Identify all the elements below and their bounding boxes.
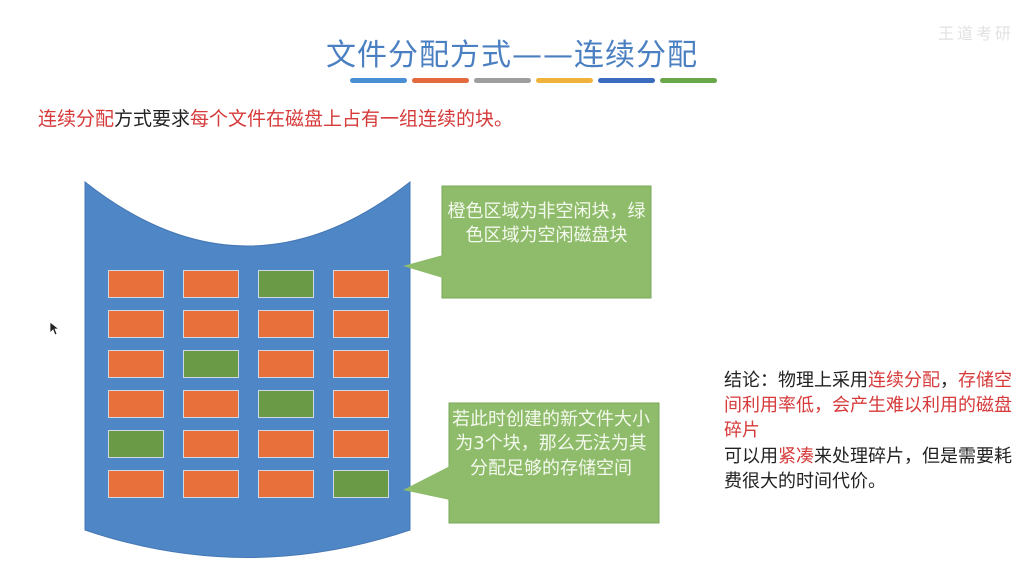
legend-callout-text: 橙色区域为非空闲块，绿色区域为空闲磁盘块 bbox=[447, 201, 646, 247]
title-stripe bbox=[536, 78, 593, 83]
example-callout bbox=[403, 402, 660, 524]
used-block bbox=[333, 310, 389, 338]
watermark: 王道考研 bbox=[937, 24, 1014, 43]
mouse-pointer-icon bbox=[50, 322, 60, 336]
used-block bbox=[258, 350, 314, 378]
free-block bbox=[258, 390, 314, 418]
used-block bbox=[108, 470, 164, 498]
free-block bbox=[183, 350, 239, 378]
used-block bbox=[108, 310, 164, 338]
conclusion-highlight-drawback: 存储空间利用率低，会产生难以利用的磁盘碎片 bbox=[724, 370, 1012, 442]
disk-cylinder-body bbox=[84, 180, 411, 558]
intro-text: 连续分配方式要求每个文件在磁盘上占有一组连续的块。 bbox=[38, 104, 513, 131]
conclusion-remedy-tail: 来处理碎片，但是需要耗费很大的时间代价。 bbox=[724, 445, 1012, 492]
page-title: 文件分配方式——连续分配 bbox=[326, 38, 698, 73]
title-stripe bbox=[598, 78, 655, 83]
conclusion-highlight-method: 连续分配 bbox=[868, 370, 940, 391]
conclusion-lead: 结论：物理上采用 bbox=[724, 370, 868, 391]
used-block bbox=[183, 470, 239, 498]
title-underline bbox=[350, 78, 717, 83]
example-callout-text: 若此时创建的新文件大小为3个块，那么无法为其分配足够的存储空间 bbox=[452, 409, 650, 479]
free-block bbox=[333, 470, 389, 498]
used-block bbox=[183, 270, 239, 298]
free-block bbox=[108, 430, 164, 458]
used-block bbox=[258, 310, 314, 338]
used-block bbox=[108, 390, 164, 418]
intro-plain: 方式要求 bbox=[114, 108, 191, 130]
title-stripe bbox=[412, 78, 469, 83]
conclusion-highlight-compaction: 紧凑 bbox=[778, 445, 814, 467]
title-stripe bbox=[474, 78, 531, 83]
used-block bbox=[258, 430, 314, 458]
conclusion-text: 结论：物理上采用连续分配，存储空间利用率低，会产生难以利用的磁盘碎片 可以用紧凑… bbox=[724, 368, 1014, 494]
used-block bbox=[333, 350, 389, 378]
intro-highlight-requirement: 每个文件在磁盘上占有一组连续的块。 bbox=[190, 108, 514, 130]
used-block bbox=[258, 470, 314, 498]
used-block bbox=[108, 270, 164, 298]
used-block bbox=[333, 270, 389, 298]
intro-highlight-method: 连续分配 bbox=[38, 108, 115, 130]
legend-callout bbox=[403, 185, 652, 299]
conclusion-comma: ， bbox=[940, 370, 958, 391]
conclusion-remedy-lead: 可以用 bbox=[724, 445, 778, 467]
title-stripe bbox=[660, 78, 717, 83]
used-block bbox=[333, 430, 389, 458]
disk-block-grid bbox=[108, 270, 389, 498]
used-block bbox=[183, 310, 239, 338]
free-block bbox=[258, 270, 314, 298]
title-stripe bbox=[350, 78, 407, 83]
used-block bbox=[183, 390, 239, 418]
used-block bbox=[108, 350, 164, 378]
used-block bbox=[183, 430, 239, 458]
used-block bbox=[333, 390, 389, 418]
